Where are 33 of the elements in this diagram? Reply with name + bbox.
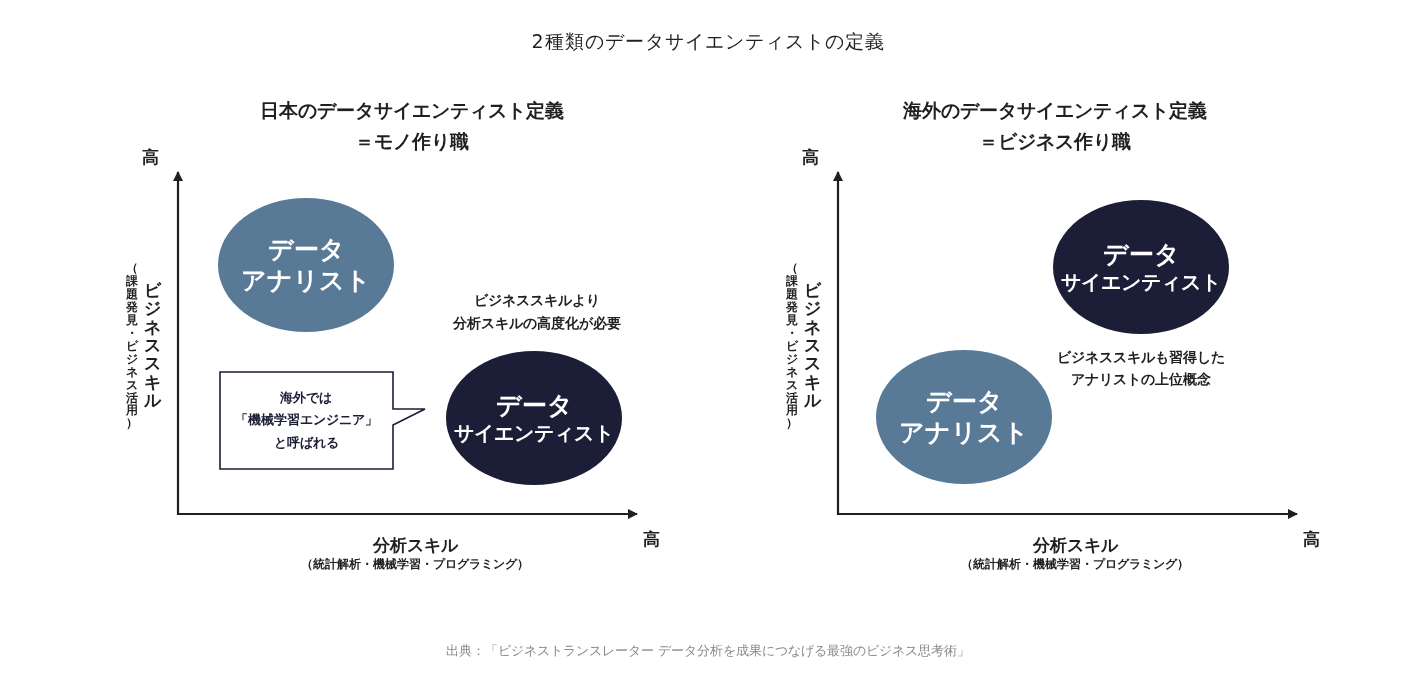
ellipse-label: アナリスト [241, 265, 371, 297]
axis-subtitle: （課題発見・ビジネス活用） [126, 261, 138, 431]
note-text: ビジネススキルより [474, 291, 600, 309]
diagram-title: 2種類のデータサイエンティストの定義 [531, 31, 885, 53]
ellipse-label: データ [267, 233, 345, 265]
note-text: 分析スキルの高度化が必要 [453, 314, 621, 332]
ellipse-label: サイエンティスト [1061, 270, 1221, 296]
axis-title: ビジネススキル [143, 280, 161, 410]
ellipse-label: データ [925, 385, 1003, 417]
panel-title: 海外のデータサイエンティスト定義 [903, 100, 1207, 122]
axis-label: 高 [1302, 530, 1320, 550]
axis-label: 高 [801, 148, 819, 168]
axis-subtitle: （課題発見・ビジネス活用） [786, 261, 798, 431]
note-text: アナリストの上位概念 [1071, 370, 1211, 388]
bubble-text: 海外では [280, 389, 332, 408]
ellipse-label: アナリスト [899, 417, 1029, 449]
ellipse-label: データ [1102, 238, 1180, 271]
bubble-text: と呼ばれる [273, 433, 339, 452]
axis-label: 高 [141, 148, 159, 168]
panel-title: ＝モノ作り職 [355, 131, 469, 153]
note-text: ビジネススキルも習得した [1057, 348, 1225, 366]
panel-title: ＝ビジネス作り職 [979, 131, 1131, 153]
axis-title: 分析スキル [372, 536, 458, 556]
ellipse-label: サイエンティスト [454, 421, 614, 447]
axis-label: 高 [642, 530, 660, 550]
panel-title: 日本のデータサイエンティスト定義 [260, 100, 564, 122]
bubble-text: 「機械学習エンジニア」 [234, 411, 378, 430]
ellipse-label: データ [495, 389, 573, 422]
source-note: 出典：「ビジネストランスレーター データ分析を成果につなげる最強のビジネス思考術」 [445, 643, 971, 659]
axis-subtitle: （統計解析・機械学習・プログラミング） [961, 558, 1189, 572]
axis-subtitle: （統計解析・機械学習・プログラミング） [301, 558, 529, 572]
axis-title: ビジネススキル [803, 280, 821, 410]
axis-title: 分析スキル [1032, 536, 1118, 556]
